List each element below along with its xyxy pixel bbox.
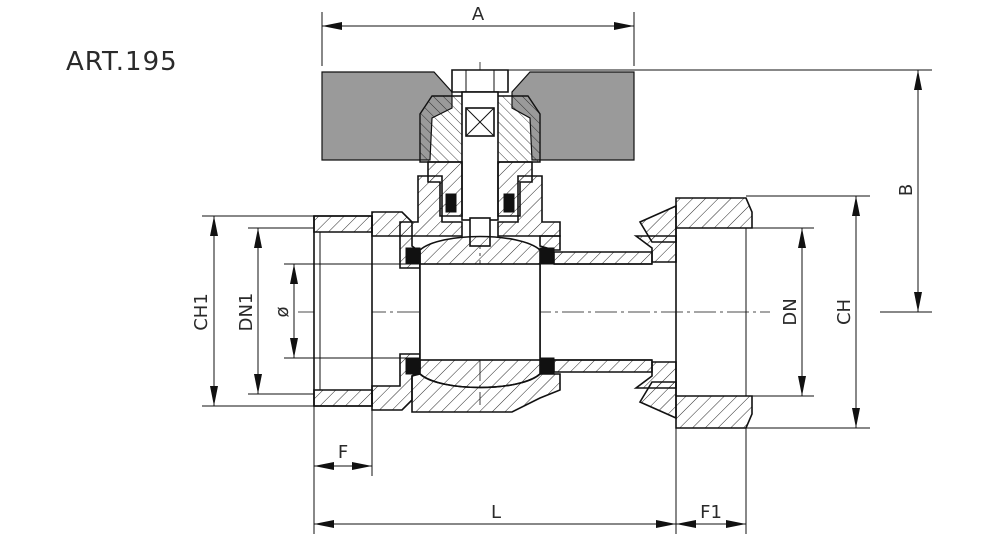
dim-label-b: B (896, 184, 917, 196)
dim-label-dn1: DN1 (236, 293, 257, 332)
body-belly (411, 373, 561, 413)
seat-bottom-right (539, 357, 555, 375)
left-end-outer (313, 215, 373, 407)
union-nut-top (675, 197, 753, 229)
body-upper-right (539, 235, 561, 251)
ball-bore (419, 263, 541, 361)
dim-label-f1: F1 (700, 502, 722, 523)
handle-nut (451, 69, 509, 93)
tube-wall-bottom (553, 359, 653, 373)
left-wall-bottom (313, 389, 373, 407)
dim-label-ch: CH (834, 299, 855, 325)
dim-label-a: A (472, 4, 485, 25)
seat-top-left (405, 247, 421, 265)
dim-label-ch1: CH1 (191, 293, 212, 331)
body-neck-right (497, 175, 561, 237)
tube-wall-top (553, 251, 653, 265)
stem-oring-right (503, 193, 515, 213)
seat-bottom-left (405, 357, 421, 375)
union-nut-bottom (675, 395, 753, 429)
dim-label-dn: DN (780, 298, 801, 325)
dim-label-phi: ø (272, 306, 293, 317)
left-wall-top (313, 215, 373, 233)
dim-label-f: F (338, 442, 348, 463)
article-title: ART.195 (66, 47, 178, 77)
dim-label-l: L (491, 502, 501, 523)
seat-top-right (539, 247, 555, 265)
stem-oring-left (445, 193, 457, 213)
